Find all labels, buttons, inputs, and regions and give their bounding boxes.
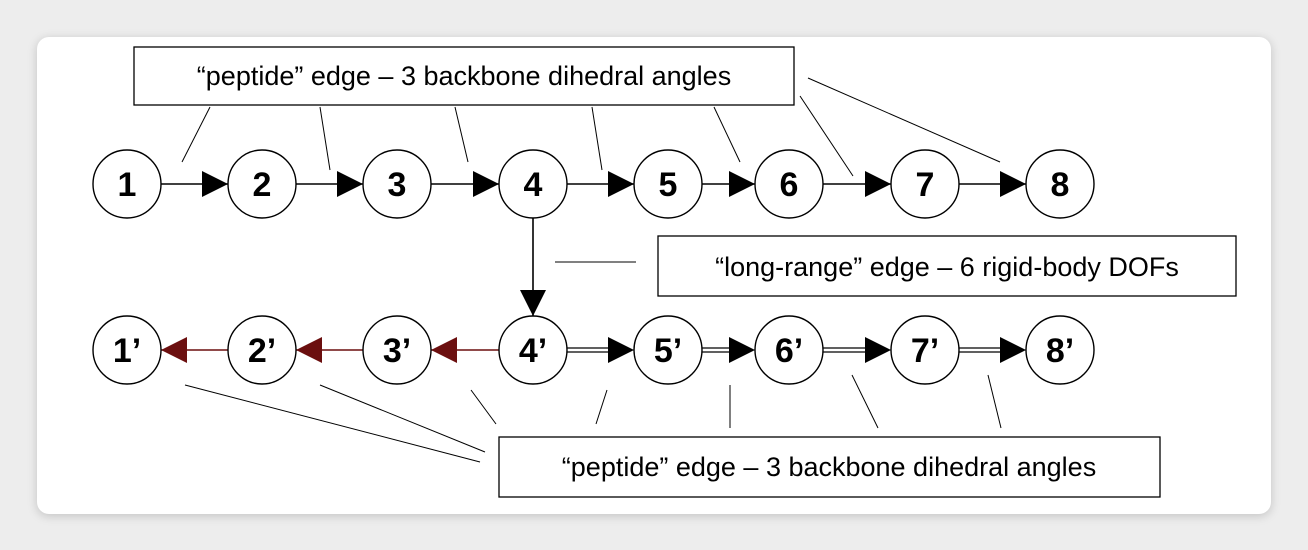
leader-line	[987, 374, 1002, 429]
leader-line	[591, 106, 603, 171]
node-bottom-label: 2’	[248, 332, 276, 370]
node-top-label: 8	[1051, 166, 1070, 204]
leader-line	[713, 106, 741, 163]
peptide-edge-7p-8p	[959, 337, 1026, 363]
node-top-label: 3	[388, 166, 407, 204]
leader-line	[799, 95, 854, 177]
long-range-box	[657, 235, 1237, 297]
node-bottom-label: 8’	[1046, 332, 1074, 370]
node-bottom-2: 2’	[227, 315, 297, 385]
node-bottom-circle	[633, 315, 703, 385]
node-top-label: 1	[118, 166, 137, 204]
node-bottom-label: 6’	[775, 332, 803, 370]
bottom-peptide-box	[498, 436, 1161, 498]
node-top-label: 4	[524, 166, 543, 204]
bottom-peptide-label: “peptide” edge – 3 backbone dihedral ang…	[562, 452, 1096, 482]
node-top-2: 2	[227, 149, 297, 219]
node-top-label: 6	[780, 166, 799, 204]
node-top-3: 3	[362, 149, 432, 219]
node-top-6: 6	[754, 149, 824, 219]
node-top-circle	[92, 149, 162, 219]
leader-line	[184, 384, 481, 463]
peptide-edge-5p-6p	[702, 337, 755, 363]
node-top-7: 7	[890, 149, 960, 219]
node-top-5: 5	[633, 149, 703, 219]
node-bottom-1: 1’	[92, 315, 162, 385]
leader-line	[807, 77, 1001, 163]
leader-line	[454, 106, 469, 163]
node-bottom-label: 7’	[911, 332, 939, 370]
top-peptide-box	[133, 46, 795, 106]
node-bottom-circle	[890, 315, 960, 385]
node-top-circle	[1025, 149, 1095, 219]
leader-line	[470, 389, 497, 425]
leader-lines	[181, 77, 1002, 463]
node-bottom-circle	[362, 315, 432, 385]
peptide-edge-6p-7p	[823, 337, 891, 363]
node-top-8: 8	[1025, 149, 1095, 219]
leader-line	[319, 384, 486, 453]
node-bottom-3: 3’	[362, 315, 432, 385]
edges	[161, 171, 1026, 363]
node-top-circle	[890, 149, 960, 219]
node-top-circle	[754, 149, 824, 219]
node-bottom-label: 1’	[113, 332, 141, 370]
node-bottom-label: 3’	[383, 332, 411, 370]
leader-line	[181, 106, 211, 163]
top-peptide-label: “peptide” edge – 3 backbone dihedral ang…	[197, 61, 731, 91]
node-bottom-circle	[754, 315, 824, 385]
node-top-circle	[227, 149, 297, 219]
long-range-label: “long-range” edge – 6 rigid-body DOFs	[715, 252, 1179, 282]
leader-line	[851, 374, 879, 429]
node-top-1: 1	[92, 149, 162, 219]
node-top-label: 2	[253, 166, 272, 204]
node-top-4: 4	[498, 149, 568, 219]
node-top-label: 7	[916, 166, 935, 204]
diagram-card: 1 2 3 4 5 6 7 8 1’ 2’ 3’ 4’ 5’ 6’ 7’ 8’ “peptide” edge …	[37, 37, 1271, 514]
node-bottom-circle	[227, 315, 297, 385]
node-bottom-6: 6’	[754, 315, 824, 385]
top-peptide-callout: “peptide” edge – 3 backbone dihedral ang…	[133, 46, 795, 106]
node-bottom-5: 5’	[633, 315, 703, 385]
node-top-label: 5	[659, 166, 678, 204]
node-bottom-4: 4’	[498, 315, 568, 385]
peptide-edge-4p-5p	[567, 337, 634, 363]
node-bottom-circle	[92, 315, 162, 385]
node-top-circle	[633, 149, 703, 219]
leader-line	[319, 106, 331, 171]
node-bottom-label: 4’	[519, 332, 547, 370]
node-bottom-7: 7’	[890, 315, 960, 385]
bottom-peptide-callout: “peptide” edge – 3 backbone dihedral ang…	[498, 436, 1161, 498]
node-bottom-circle	[498, 315, 568, 385]
node-bottom-circle	[1025, 315, 1095, 385]
leader-line	[595, 389, 608, 425]
node-bottom-label: 5’	[654, 332, 682, 370]
node-top-circle	[362, 149, 432, 219]
node-top-circle	[498, 149, 568, 219]
long-range-callout: “long-range” edge – 6 rigid-body DOFs	[657, 235, 1237, 297]
node-bottom-8: 8’	[1025, 315, 1095, 385]
nodes: 1 2 3 4 5 6 7 8 1’ 2’ 3’ 4’ 5’ 6’ 7’ 8’	[92, 149, 1095, 385]
